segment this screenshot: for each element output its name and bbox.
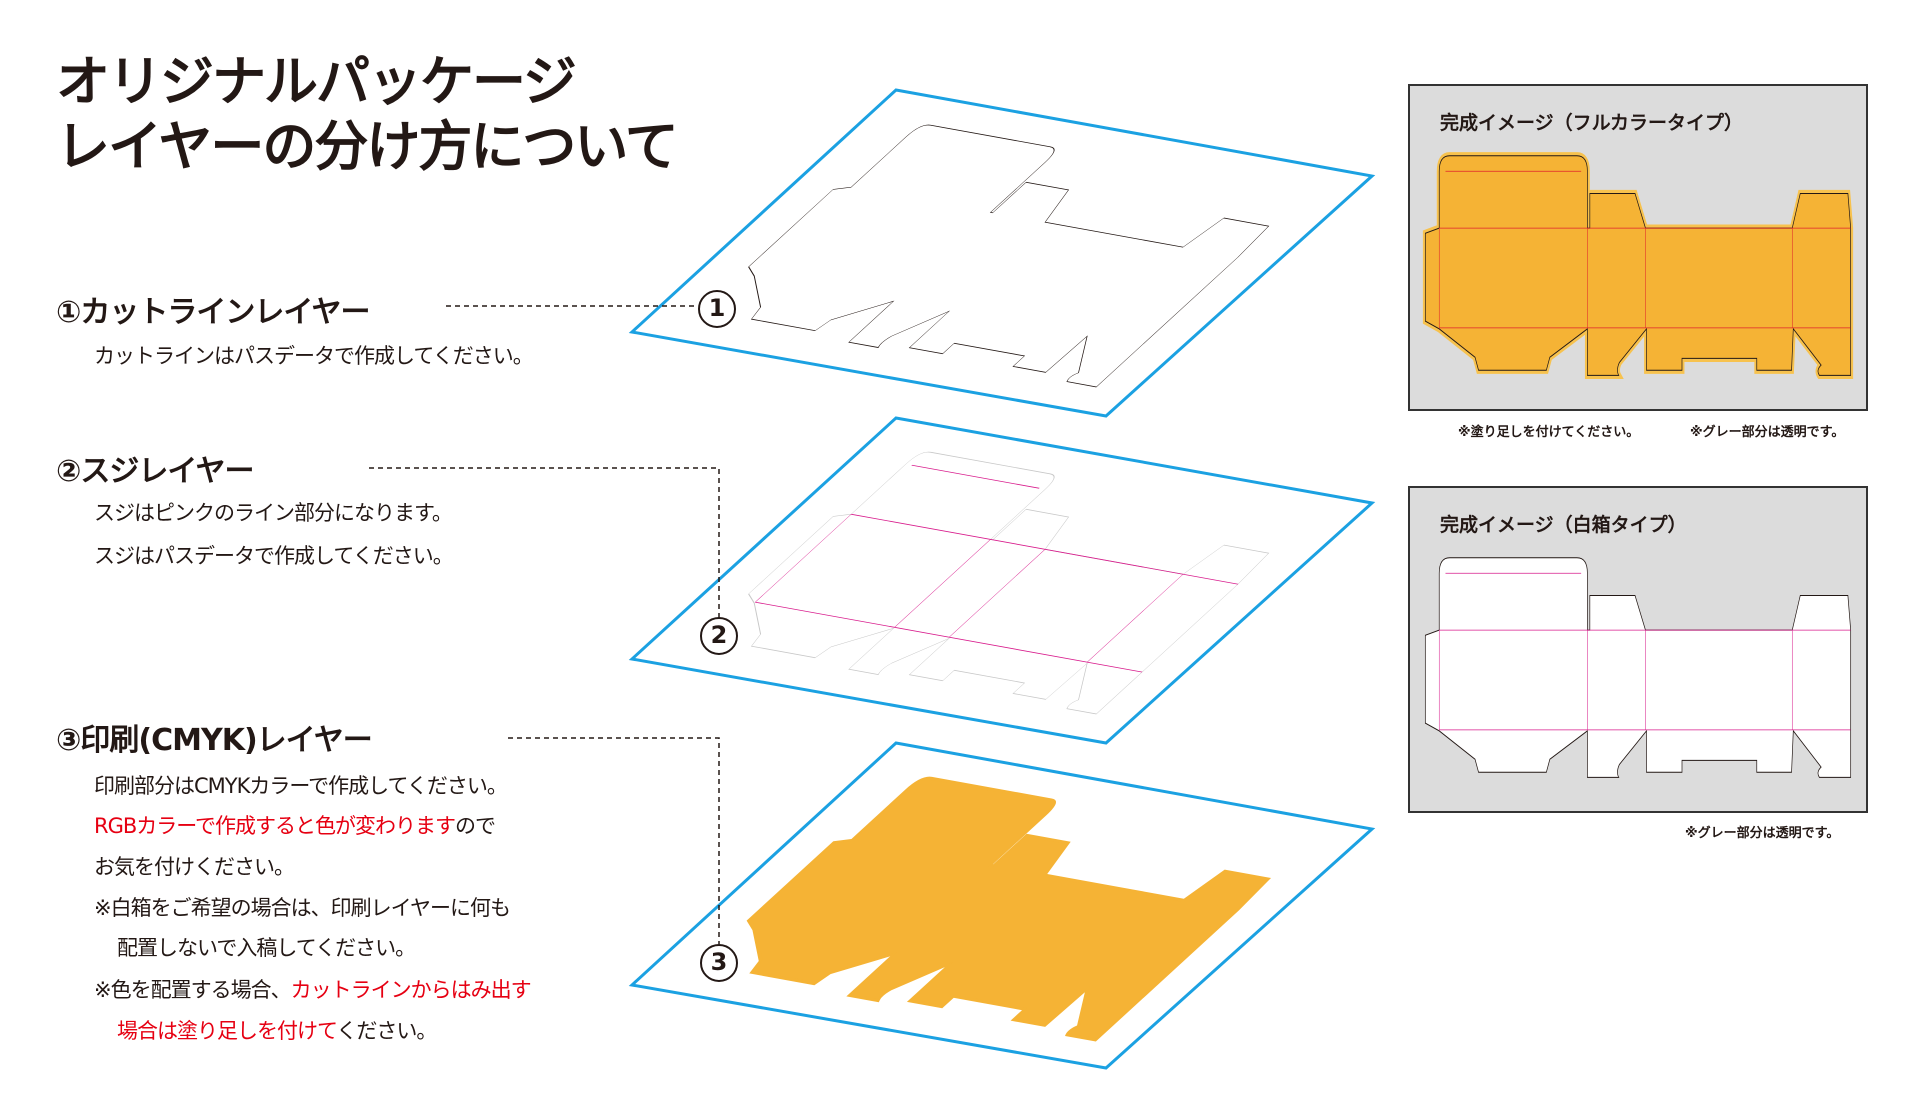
crease-text-2: スジはパスデータで作成してください。 <box>94 544 454 568</box>
layer-number-2: 2 <box>700 617 738 655</box>
bleed-warning-2: 場合は塗り足しを付けて <box>117 1019 337 1043</box>
print-text-2: RGBカラーで作成すると色が変わりますので <box>94 810 496 840</box>
print-text-7-tail: ください。 <box>336 1019 437 1043</box>
print-text-4: ※白箱をご希望の場合は、印刷レイヤーに何も <box>94 896 511 920</box>
print-text-5: 配置しないで入稿してください。 <box>117 936 416 960</box>
white-box-panel-title: 完成イメージ（白箱タイプ） <box>1440 514 1687 536</box>
print-text-6-head: ※色を配置する場合、 <box>94 978 292 1002</box>
page-title-line-2: レイヤーの分け方について <box>56 115 679 178</box>
full-color-panel-title: 完成イメージ（フルカラータイプ） <box>1440 112 1744 134</box>
layer-number-3: 3 <box>700 944 738 982</box>
print-text-7: 場合は塗り足しを付けてください。 <box>117 1015 437 1045</box>
transparent-caption-2: ※グレー部分は透明です。 <box>1685 826 1840 841</box>
transparent-caption-1: ※グレー部分は透明です。 <box>1690 425 1845 440</box>
layer-number-1: 1 <box>698 290 736 328</box>
cutline-heading: ①カットラインレイヤー <box>56 295 371 330</box>
bleed-caption: ※塗り足しを付けてください。 <box>1458 425 1640 440</box>
bleed-warning: カットラインからはみ出す <box>290 978 532 1002</box>
print-heading: ③印刷(CMYK)レイヤー <box>56 723 373 758</box>
crease-layer-plane <box>628 416 1376 745</box>
leader-line-3 <box>508 737 720 944</box>
print-text-1: 印刷部分はCMYKカラーで作成してください。 <box>94 774 508 798</box>
cutline-text: カットラインはパスデータで作成してください。 <box>94 344 534 368</box>
leader-line-2 <box>369 467 720 618</box>
crease-text-1: スジはピンクのライン部分になります。 <box>94 501 453 525</box>
crease-heading: ②スジレイヤー <box>56 454 255 489</box>
print-text-2-tail: ので <box>455 814 496 838</box>
print-text-3: お気を付けください。 <box>94 855 295 879</box>
print-text-6: ※色を配置する場合、カットラインからはみ出す <box>94 974 532 1004</box>
page-title-line-1: オリジナルパッケージ <box>56 50 577 113</box>
rgb-warning: RGBカラーで作成すると色が変わります <box>94 814 456 838</box>
